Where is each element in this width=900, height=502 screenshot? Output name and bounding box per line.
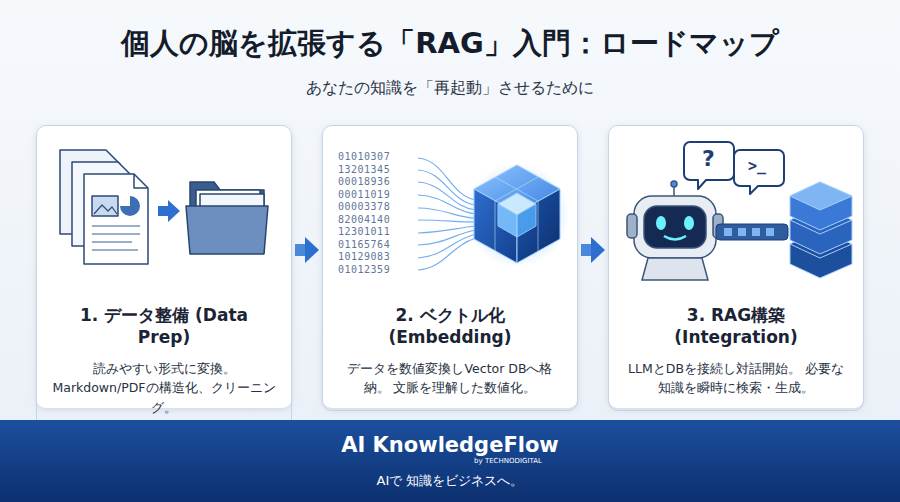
footer-band: AI KnowledgeFlowby TECHNODIGITAL AIで 知識をビ…: [0, 420, 900, 502]
data-tube: [716, 224, 788, 240]
step-description: 読みやすい形式に変換。 Markdown/PDFの構造化、クリーニング。: [51, 359, 277, 417]
small-arrow: [158, 200, 180, 222]
binary-digits: 01165764: [338, 239, 390, 250]
subtitle: あなたの知識を「再起動」させるために: [0, 78, 900, 99]
prompt-symbol: >_: [748, 157, 766, 175]
binary-digits: 00011019: [338, 189, 390, 200]
binary-digits: 01012359: [338, 264, 390, 275]
speech-bubbles: [684, 142, 784, 194]
flow-arrow: [581, 244, 591, 256]
folder-icon: [186, 182, 268, 254]
binary-digits: 01010307: [338, 151, 390, 162]
question-symbol: ?: [702, 146, 715, 171]
step-description: LLMとDBを接続し対話開始。 必要な知識を瞬時に検索・生成。: [623, 359, 849, 398]
step-description: データを数値変換しVector DBへ格納。 文脈を理解した数値化。: [337, 359, 563, 398]
page-title: 個人の脳を拡張する「RAG」入門：ロードマップ: [0, 24, 900, 64]
documents-icon: [60, 150, 148, 264]
binary-digits: 00018936: [338, 176, 390, 187]
brand-tagline: AIで 知識をビジネスへ。: [377, 472, 524, 490]
database-stack: [790, 182, 852, 278]
brand-byline: by TECHNODIGITAL: [474, 457, 542, 465]
vector-cube: [465, 163, 569, 267]
step-heading: 2. ベクトル化 (Embedding): [337, 304, 563, 347]
brand-name: AI KnowledgeFlow: [341, 433, 559, 457]
binary-digits: 00003378: [338, 201, 390, 212]
step-card: 3. RAG構築 (Integration) LLMとDBを接続し対話開始。 必要…: [608, 125, 864, 411]
step-heading: 3. RAG構築 (Integration): [623, 304, 849, 347]
binary-digits: 13201345: [338, 164, 390, 175]
step-card: 1. データ整備 (Data Prep) 読みやすい形式に変換。 Markdown…: [36, 125, 292, 431]
flow-arrow: [295, 244, 305, 256]
binary-digits: 82004140: [338, 214, 390, 225]
binary-digits: 12301011: [338, 226, 390, 237]
binary-digits: 10129083: [338, 251, 390, 262]
step-heading: 1. データ整備 (Data Prep): [51, 304, 277, 347]
robot-icon: [627, 181, 723, 280]
